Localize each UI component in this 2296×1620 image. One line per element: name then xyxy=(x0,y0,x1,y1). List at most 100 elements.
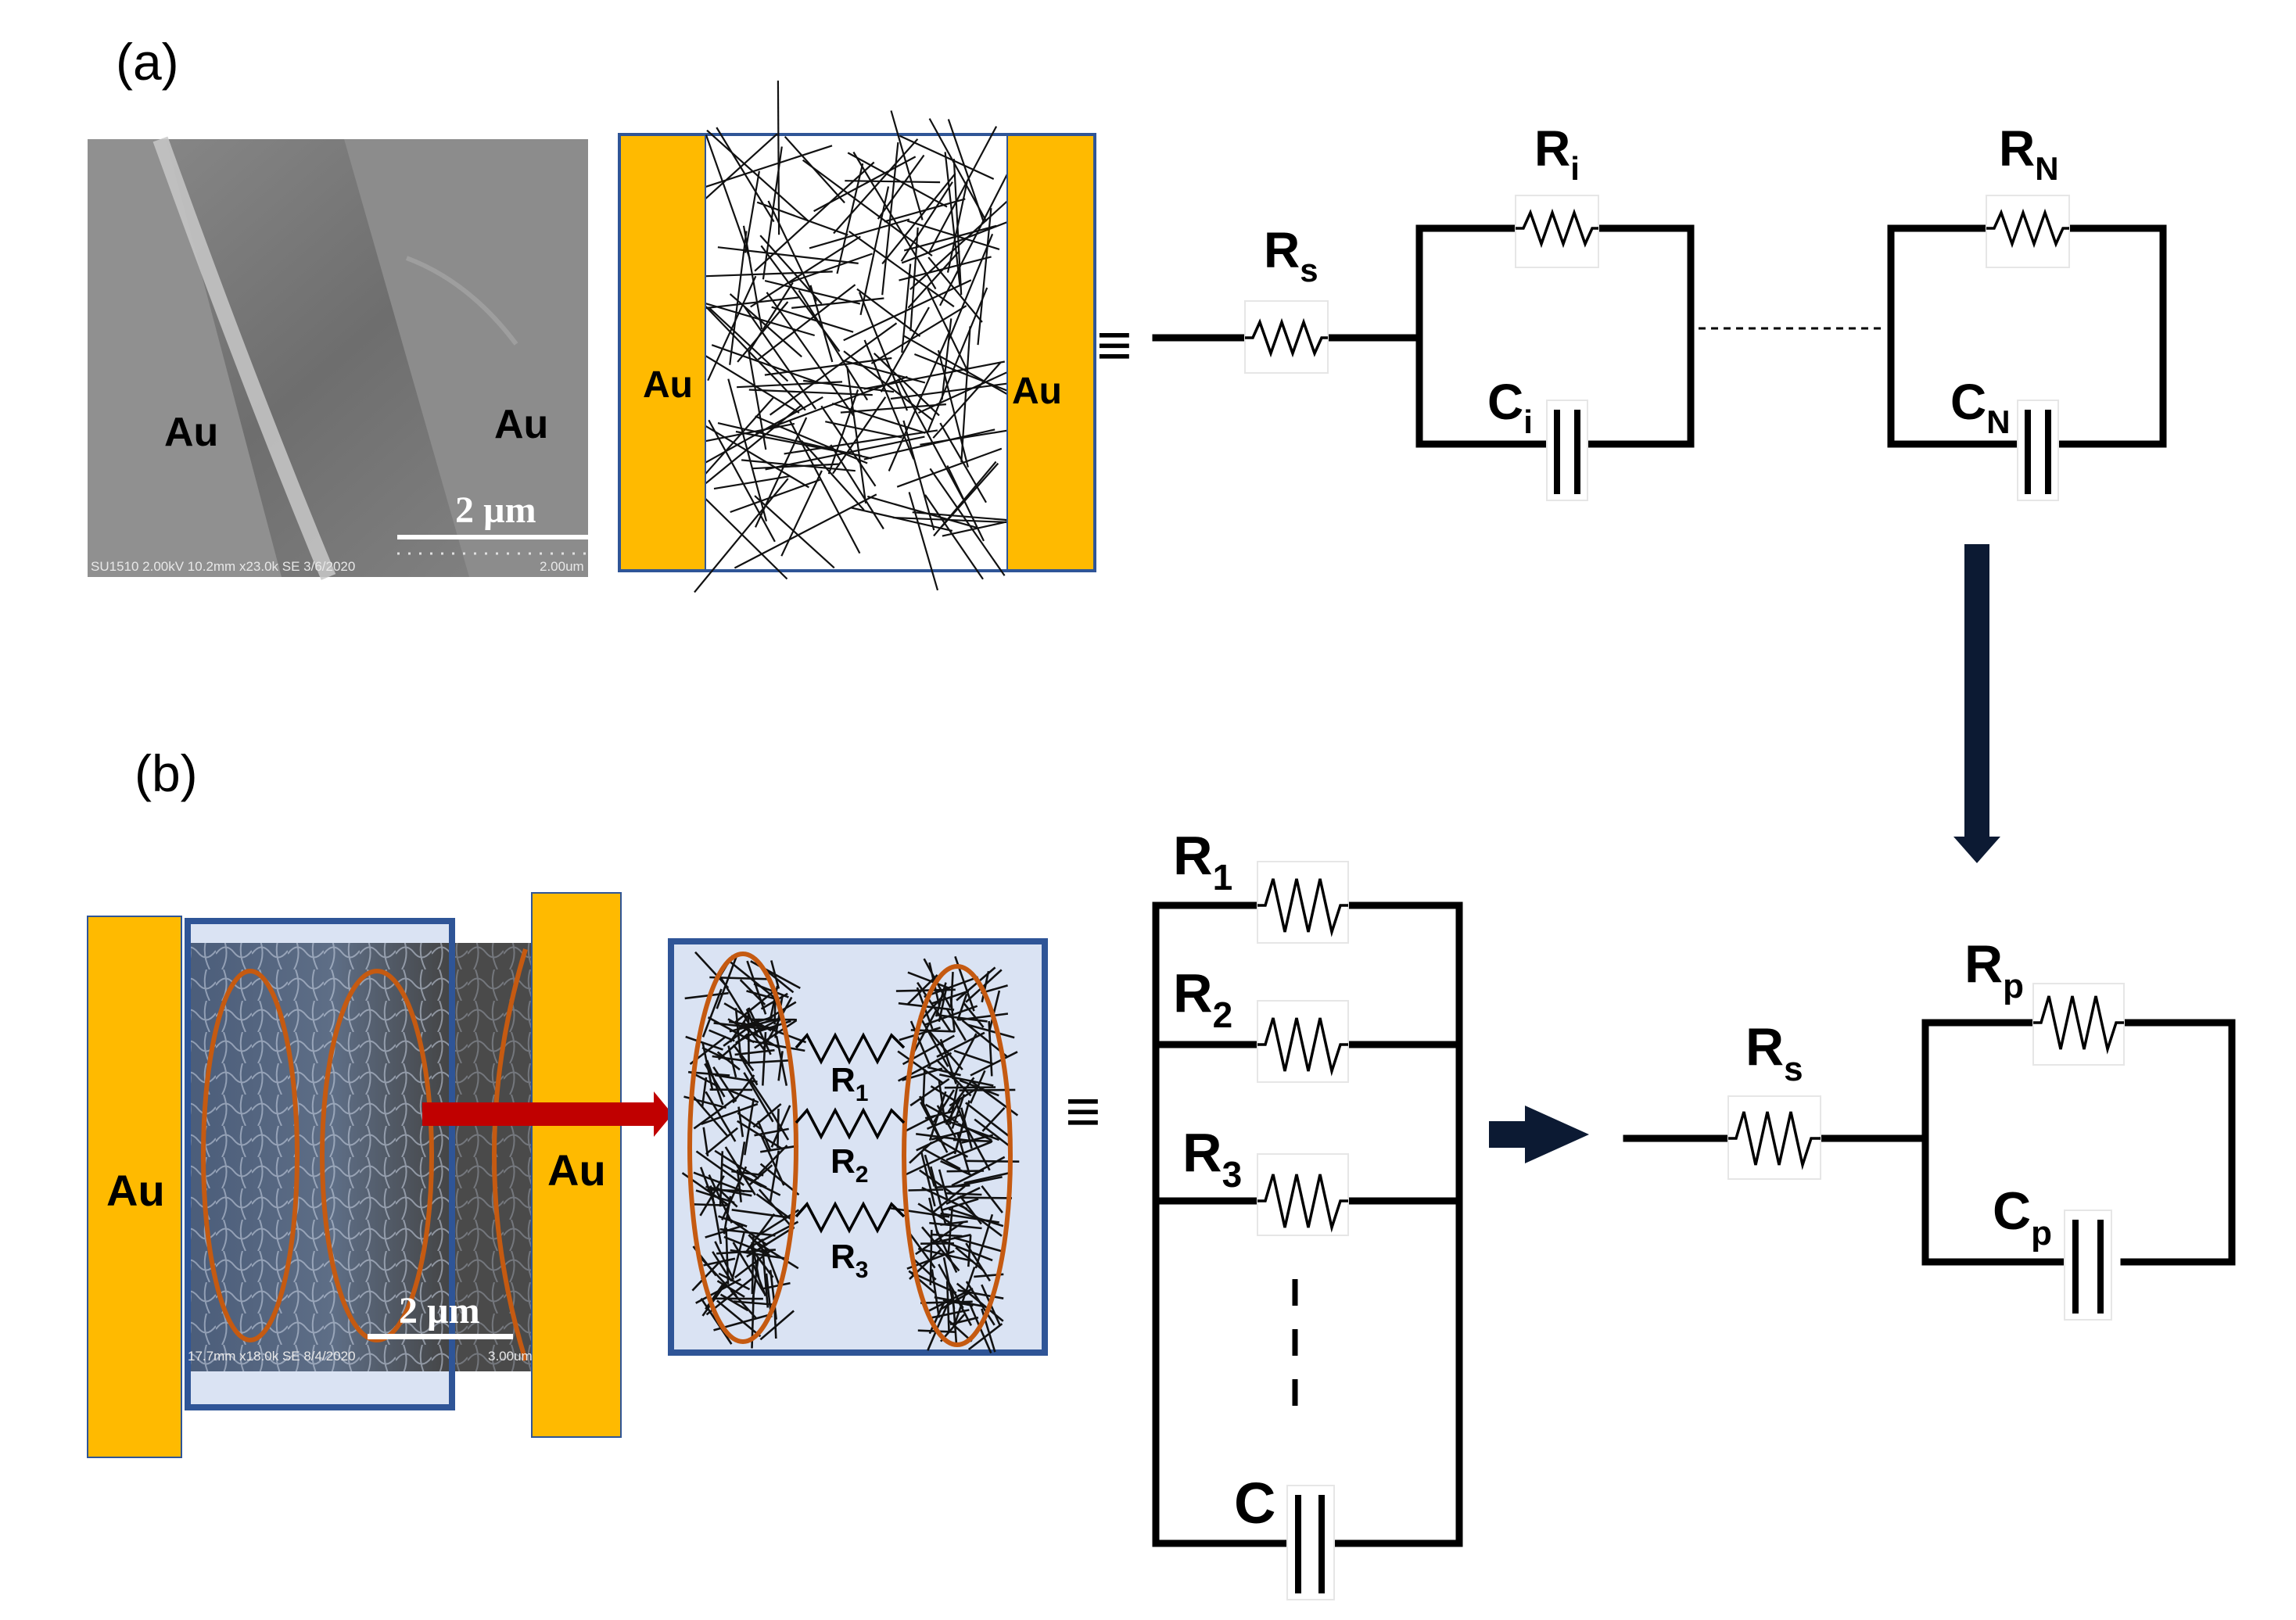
nanowire-stroke xyxy=(767,200,817,303)
nanowire-stroke xyxy=(939,174,1008,306)
nanowire-stroke xyxy=(751,1242,760,1279)
nanowire-stroke xyxy=(858,292,909,411)
nanowire-stroke xyxy=(902,420,935,531)
nanowire-stroke xyxy=(754,1020,798,1049)
nanowire-stroke xyxy=(742,225,763,330)
nanowire-stroke xyxy=(952,159,963,296)
nanowire-stroke xyxy=(942,1256,956,1310)
nanowire-stroke xyxy=(960,326,971,463)
nanowire-stroke xyxy=(974,1118,1013,1149)
nanowire-stroke xyxy=(909,1077,950,1107)
ladder-resistor-r1 xyxy=(1257,861,1349,944)
nanowire-stroke xyxy=(949,997,956,1033)
nanowire-stroke xyxy=(798,289,869,401)
nanowire-stroke xyxy=(695,1189,735,1204)
result-label-cp: Cp xyxy=(1993,1181,2052,1253)
nanowire-stroke xyxy=(988,990,1001,1033)
capacitor-cn xyxy=(2017,400,2059,501)
nanowire-stroke xyxy=(930,1233,963,1238)
nanowire-stroke xyxy=(761,1136,785,1186)
nanowire-stroke xyxy=(897,1050,944,1084)
resistor-rs-a xyxy=(1244,300,1329,374)
nanowire-stroke xyxy=(698,298,806,411)
nanowire-stroke xyxy=(770,960,780,989)
nanowire-stroke xyxy=(970,1051,1018,1077)
nanowire-stroke xyxy=(863,360,1006,390)
nanowire-stroke xyxy=(965,969,1003,1003)
nanowire-stroke xyxy=(899,256,992,281)
nanowire-stroke xyxy=(766,970,795,994)
nanowire-stroke xyxy=(908,1188,944,1192)
nanowire-stroke xyxy=(752,463,841,470)
nanowire-stroke xyxy=(931,1129,968,1141)
nanowire-stroke xyxy=(744,170,760,253)
nanowire-stroke xyxy=(901,220,1011,264)
nanowire-stroke xyxy=(954,1101,968,1131)
nanowire-stroke xyxy=(949,1086,979,1107)
nanowire-stroke xyxy=(908,492,939,591)
schematic-a-au-left: Au xyxy=(643,364,693,406)
nanowire-stroke xyxy=(977,207,992,346)
result-resistor-rs xyxy=(1727,1095,1821,1180)
nanowire-stroke xyxy=(899,134,995,180)
nanowire-stroke xyxy=(947,119,985,222)
nanowire-stroke xyxy=(709,307,789,382)
nanowire-stroke xyxy=(757,1120,772,1152)
device-b-footer: 17.7mm x18.0k SE 8/4/2020 xyxy=(188,1349,356,1364)
nanowire-stroke xyxy=(981,1107,1006,1132)
nanowire-stroke xyxy=(809,218,910,249)
nanowire-stroke xyxy=(705,134,751,260)
down-arrow xyxy=(1953,544,2000,863)
nanowire-stroke xyxy=(951,1033,978,1080)
nanowire-stroke xyxy=(909,1142,933,1164)
nanowire-stroke xyxy=(686,396,823,475)
nanowire-stroke xyxy=(967,1023,1015,1039)
nanowire-stroke xyxy=(848,231,955,308)
result-capacitor-cp xyxy=(2064,1210,2112,1321)
result-resistor-rp xyxy=(2032,983,2125,1066)
nanowire-stroke xyxy=(965,1102,1013,1139)
sem-image-a: Au Au 2 µm SU1510 2.00kV 10.2mm x23.0k S… xyxy=(88,136,588,580)
schematic-a-au-right: Au xyxy=(1012,371,1062,412)
nanowire-stroke xyxy=(939,1073,994,1087)
nanowire-cluster-ellipse xyxy=(320,969,434,1342)
nanowire-stroke xyxy=(929,1229,933,1285)
nanowire-stroke xyxy=(851,507,953,532)
resistor-ri xyxy=(1515,195,1599,268)
cluster-label-r3: R3 xyxy=(831,1238,868,1283)
nanowire-stroke xyxy=(777,1109,780,1149)
nanowire-stroke xyxy=(918,1015,949,1067)
nanowire-stroke xyxy=(764,280,861,305)
nanowire-stroke xyxy=(705,1059,724,1106)
random-nanowires xyxy=(662,81,1055,593)
nanowire-stroke xyxy=(927,256,983,323)
nanowire-stroke xyxy=(866,495,978,529)
ladder-label-c: C xyxy=(1234,1471,1275,1536)
nanowire-stroke xyxy=(945,1099,961,1126)
nanowire-stroke xyxy=(863,339,915,460)
nanowire-stroke xyxy=(945,1008,967,1041)
label-ri: Ri xyxy=(1534,120,1580,187)
nanowire-stroke xyxy=(777,1051,784,1081)
ladder-label-r1: R1 xyxy=(1173,825,1232,898)
sem-a-footer: SU1510 2.00kV 10.2mm x23.0k SE 3/6/2020 xyxy=(91,559,355,574)
nanowire-stroke xyxy=(752,1239,799,1270)
circuit-a: Rs Ri Ci RN CN xyxy=(1152,120,2167,501)
nanowire-stroke xyxy=(919,1169,954,1195)
nanowire-stroke xyxy=(700,1297,733,1345)
nanowire-stroke xyxy=(691,1261,721,1292)
nanowire-stroke xyxy=(701,1046,730,1062)
nanowire-stroke xyxy=(731,1209,792,1219)
device-image-b: Au Au 2 µm 17.7mm x18.0k SE 8/4/2020 3.0… xyxy=(87,892,622,1458)
nanowire-stroke xyxy=(915,1220,964,1256)
nanowire-stroke xyxy=(880,306,930,392)
nanowire-stroke xyxy=(714,1241,735,1281)
nanowire-stroke xyxy=(784,429,938,455)
nanowire-stroke xyxy=(940,1159,972,1177)
nanowire-stroke xyxy=(718,1272,751,1291)
nanowire-stroke xyxy=(732,1044,755,1072)
nanowire-stroke xyxy=(929,1221,982,1230)
nanowire-stroke xyxy=(843,350,934,421)
nanowire-stroke xyxy=(788,420,861,554)
